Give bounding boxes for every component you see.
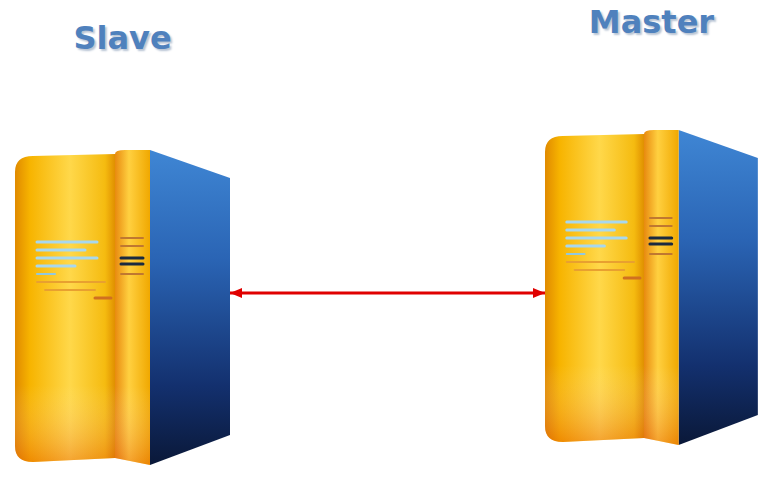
server-label: Master: [505, 2, 768, 42]
server-label: Slave: [0, 18, 270, 58]
server-icon: [545, 130, 758, 445]
server-node: Master: [545, 2, 758, 450]
server-icon: [15, 150, 230, 465]
link-arrow: [230, 292, 545, 295]
server-node: Slave: [15, 18, 230, 465]
